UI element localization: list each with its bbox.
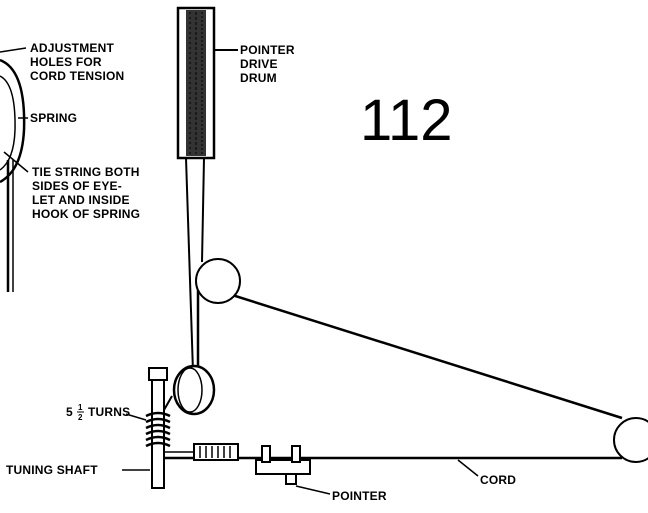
lower-right-pulley	[613, 417, 648, 463]
cord-lines	[160, 157, 623, 460]
cord-tension-spring	[193, 443, 239, 461]
upper-pulley	[195, 258, 241, 304]
tuning-shaft	[145, 367, 171, 489]
label-tie-string-2: SIDES OF EYE-	[32, 179, 122, 193]
spring-drum-partial	[0, 58, 26, 292]
label-pointer: POINTER	[332, 489, 387, 503]
label-tie-string-4: HOOK OF SPRING	[32, 207, 140, 221]
idler-pulley	[163, 364, 216, 416]
figure-number: 112	[360, 88, 452, 153]
label-cord: CORD	[480, 473, 516, 487]
label-pointer-drive-1: POINTER	[240, 43, 295, 57]
label-tie-string-3: LET AND INSIDE	[32, 193, 130, 207]
label-tuning-shaft: TUNING SHAFT	[6, 463, 98, 477]
left-leaders	[0, 47, 29, 173]
label-spring: SPRING	[30, 111, 77, 125]
label-turns-prefix: 5	[66, 405, 73, 419]
label-pointer-drive-3: DRUM	[240, 71, 277, 85]
pointer-drive-drum	[176, 6, 238, 160]
lower-leaders	[122, 413, 479, 495]
label-adjustment-1: ADJUSTMENT	[30, 41, 114, 55]
label-adjustment-2: HOLES FOR	[30, 55, 102, 69]
label-turns-den: 2	[78, 413, 83, 422]
label-pointer-drive-2: DRIVE	[240, 57, 278, 71]
pointer-assembly	[255, 445, 311, 485]
label-turns-suffix: TURNS	[88, 405, 130, 419]
label-adjustment-3: CORD TENSION	[30, 69, 124, 83]
label-tie-string-1: TIE STRING BOTH	[32, 165, 140, 179]
label-turns-num: 1	[78, 403, 83, 412]
